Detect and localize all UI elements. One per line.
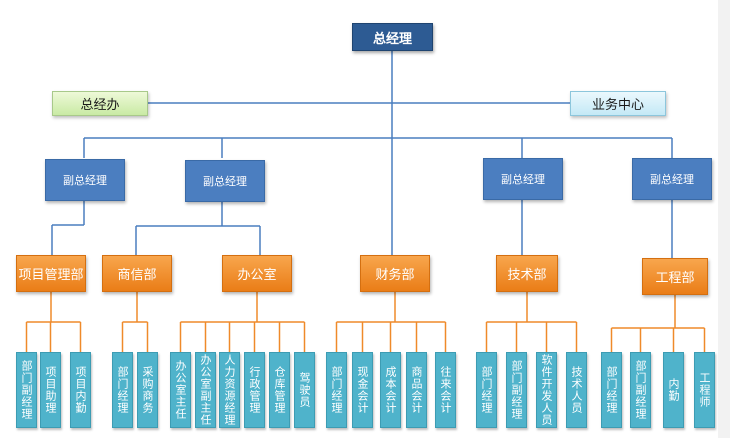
vp-box-3: 副总经理 xyxy=(483,158,563,200)
staff-box-engineering-2: 部门副经理 xyxy=(630,352,651,428)
staff-box-project-1: 部门副经理 xyxy=(16,352,37,428)
staff-box-finance-3: 成本会计 xyxy=(380,352,401,428)
staff-box-engineering-4: 工程师 xyxy=(694,352,715,428)
staff-box-admin-4: 行政管理 xyxy=(244,352,265,428)
staff-box-tech-3: 软件开发人员 xyxy=(536,352,557,428)
dept-box-engineering: 工程部 xyxy=(642,258,708,295)
dept-box-finance: 财务部 xyxy=(360,255,430,292)
dept-box-tech: 技术部 xyxy=(496,255,558,292)
office-box-right: 业务中心 xyxy=(570,91,666,116)
vp-box-4: 副总经理 xyxy=(632,158,712,200)
staff-box-engineering-3: 内勤 xyxy=(663,352,684,428)
staff-box-finance-2: 现金会计 xyxy=(352,352,373,428)
dept-box-admin: 办公室 xyxy=(222,255,292,292)
staff-box-finance-1: 部门经理 xyxy=(326,352,347,428)
staff-box-commerce-1: 部门经理 xyxy=(112,352,133,428)
staff-box-finance-5: 往来会计 xyxy=(435,352,456,428)
staff-box-commerce-2: 采购商务 xyxy=(137,352,158,428)
staff-box-project-3: 项目内勤 xyxy=(70,352,91,428)
staff-box-project-2: 项目助理 xyxy=(40,352,61,428)
vp-box-2: 副总经理 xyxy=(185,160,265,202)
vp-box-1: 副总经理 xyxy=(45,159,125,201)
staff-box-admin-1: 办公室主任 xyxy=(170,352,191,428)
staff-box-admin-3: 人力资源经理 xyxy=(219,352,240,428)
dept-box-project: 项目管理部 xyxy=(16,255,86,292)
dept-box-commerce: 商信部 xyxy=(102,255,172,292)
staff-box-admin-5: 仓库管理 xyxy=(269,352,290,428)
office-box-left: 总经办 xyxy=(52,91,148,116)
scrollbar-track[interactable] xyxy=(718,0,730,438)
staff-box-tech-2: 部门副经理 xyxy=(506,352,527,428)
ceo-box: 总经理 xyxy=(352,23,433,51)
staff-box-tech-1: 部门经理 xyxy=(476,352,497,428)
staff-box-engineering-1: 部门经理 xyxy=(601,352,622,428)
staff-box-finance-4: 商品会计 xyxy=(406,352,427,428)
staff-box-admin-2: 办公室副主任 xyxy=(195,352,216,428)
staff-box-admin-6: 驾驶员 xyxy=(294,352,315,428)
staff-box-tech-4: 技术人员 xyxy=(566,352,587,428)
